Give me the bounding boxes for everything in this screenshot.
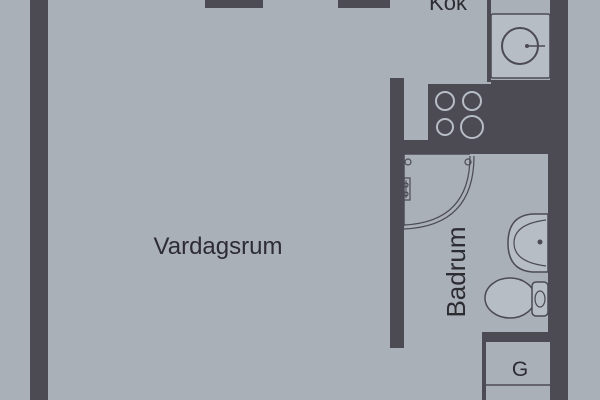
wall-bath-storage <box>482 332 550 342</box>
shower-icon <box>401 153 475 230</box>
kitchen-counter-edge <box>487 0 491 82</box>
wall-left <box>30 0 48 400</box>
kitchen-counter-bottom <box>491 80 550 84</box>
washbasin-icon <box>507 213 549 273</box>
wall-bath-right <box>548 154 550 332</box>
kitchen-dark-block <box>493 84 550 140</box>
stove-icon <box>428 84 493 140</box>
wall-kitchen-bath <box>404 140 550 154</box>
toilet-icon <box>484 277 549 319</box>
room-label-bathroom: Badrum <box>441 226 471 317</box>
room-label-kitchen: Kök <box>429 0 468 15</box>
room-label-living: Vardagsrum <box>154 233 283 260</box>
wall-top-stub-right <box>338 0 390 8</box>
wall-right <box>550 0 568 400</box>
wall-partition <box>390 78 404 348</box>
wall-top-stub-left <box>205 0 263 8</box>
sink-icon <box>490 13 551 79</box>
wall-storage-left <box>482 342 486 400</box>
room-label-storage: G <box>512 358 528 381</box>
